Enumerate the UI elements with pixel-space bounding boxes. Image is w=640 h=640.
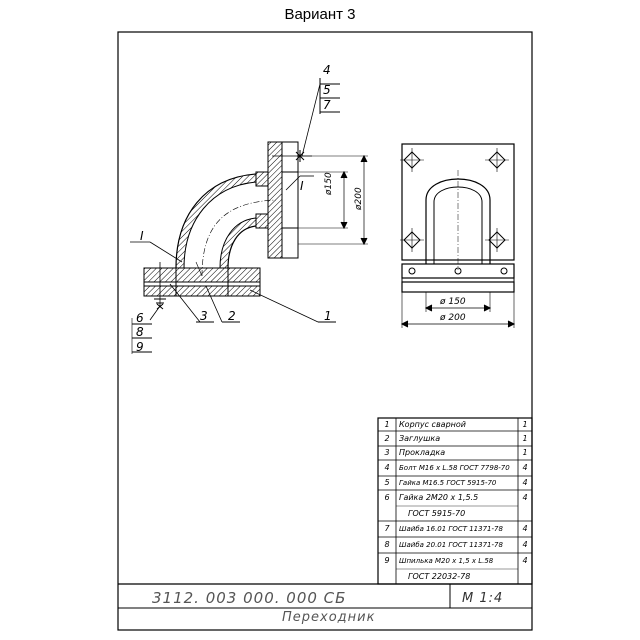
drawing-scale: М 1:4 [462, 591, 504, 606]
dim-d200-vertical: ø200 [354, 187, 364, 210]
bom-qty: 4 [522, 478, 528, 487]
callout-1: 1 [324, 309, 332, 323]
bom-name: Гайка М16.5 ГОСТ 5915-70 [399, 479, 497, 487]
gasket [143, 281, 261, 287]
bom-qty: 4 [522, 540, 528, 549]
callout-7: 7 [323, 98, 331, 112]
callout-2: 2 [228, 309, 236, 323]
bom-qty: 1 [522, 434, 528, 443]
callout-9: 9 [136, 340, 144, 354]
callout-4: 4 [323, 63, 331, 77]
bom-pos: 5 [384, 478, 390, 487]
elbow-side-view [400, 143, 516, 328]
bom-name: ГОСТ 22032-78 [408, 572, 471, 581]
bom-name: Корпус сварной [399, 420, 466, 429]
bom-name: ГОСТ 5915-70 [408, 509, 466, 518]
drawing-name: Переходник [282, 610, 376, 625]
bom-qty: 4 [522, 524, 528, 533]
right-flange [267, 141, 283, 259]
bom-pos: 2 [384, 434, 390, 443]
bom-pos: 8 [384, 540, 390, 549]
document-code: 3112. 003 000. 000 СБ [152, 589, 347, 607]
dim-d200-horizontal: ø 200 [440, 313, 466, 323]
bom-pos: 9 [384, 556, 390, 565]
bom-name: Гайка 2М20 x 1,5.5 [399, 493, 479, 502]
bom-pos: 1 [384, 420, 390, 429]
bom-pos: 7 [384, 524, 390, 533]
detail-mark-left: I [140, 229, 144, 243]
bom-pos: 4 [384, 463, 390, 472]
bom-name: Шайба 20.01 ГОСТ 11371-78 [399, 541, 503, 549]
bottom-plug [143, 285, 261, 297]
callout-3: 3 [200, 309, 208, 323]
detail-mark-top: I [300, 179, 304, 193]
bom-name: Прокладка [399, 448, 446, 457]
dim-d150-vertical: ø150 [324, 172, 334, 195]
title-block-lines [118, 583, 532, 609]
sheet-frame [117, 31, 533, 631]
bom-qty: 4 [522, 463, 528, 472]
bom-qty: 1 [522, 420, 528, 429]
bom-name: Заглушка [399, 434, 441, 443]
bom-pos: 6 [384, 493, 390, 502]
bom-pos: 3 [384, 448, 390, 457]
callout-8: 8 [136, 325, 144, 339]
elbow-front-view [130, 78, 368, 354]
bom-qty: 4 [522, 556, 528, 565]
bom-qty: 1 [522, 448, 528, 457]
callout-6: 6 [136, 311, 144, 325]
bom-name: Шпилька М20 x 1,5 x L.58 [399, 557, 494, 565]
callout-5: 5 [323, 83, 331, 97]
sheet-title: Вариант 3 [284, 6, 356, 23]
bom-qty: 4 [522, 493, 528, 502]
bom-name: Болт М16 x L.58 ГОСТ 7798-70 [399, 464, 510, 472]
dim-d150-horizontal: ø 150 [440, 297, 466, 307]
bom-name: Шайба 16.01 ГОСТ 11371-78 [399, 525, 503, 533]
